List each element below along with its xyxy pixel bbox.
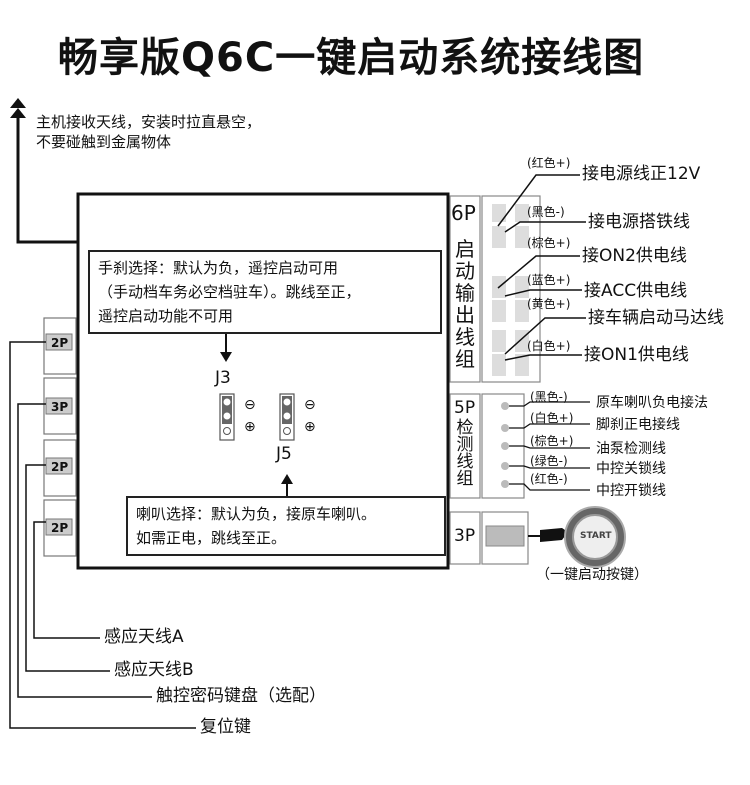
sensor-antenna-b-label: 感应天线B [114,660,194,680]
left-connector-4-label: 2P [51,521,69,535]
six-p-wire-1-label: 接电源线正12V [582,164,701,184]
five-p-wire-5-label: 中控开锁线 [596,483,666,499]
reset-key-label: 复位键 [200,717,251,737]
j5-label: J5 [276,444,292,464]
touch-keypad-label: 触控密码键盘（选配） [156,686,326,706]
six-p-wire-4-color: (蓝色+) [527,273,571,287]
start-button-text: START [580,531,612,541]
start-button-icon [564,506,626,568]
five-p-label: 5P [454,398,476,418]
j3-jumper [219,393,235,441]
five-p-wire-3-color: (棕色+) [530,434,574,448]
arrow-up-icon [281,474,293,496]
six-p-wire-2-label: 接电源搭铁线 [588,212,690,232]
six-p-wire-3-color: (棕色+) [527,236,571,250]
five-p-wires [509,401,590,491]
j5-jumper [279,393,295,441]
left-wire-lines [9,341,196,729]
six-p-wire-2-color: (黑色-) [527,205,565,219]
j3-minus-symbol: ⊖ [244,397,256,413]
five-p-vertical-text: 检测 线组 [456,418,474,489]
antenna-icon [10,98,78,244]
five-p-wire-1-color: (黑色-) [530,390,568,404]
six-p-wire-5-label: 接车辆启动马达线 [588,308,724,328]
six-p-wire-6-color: (白色+) [527,339,571,353]
start-button-caption: （一键启动按键） [536,567,648,583]
j5-plus-symbol: ⊕ [304,419,316,435]
five-p-wire-5-color: (红色-) [530,472,568,486]
arrow-down-icon [220,334,232,362]
six-p-wire-5-color: (黄色+) [527,297,571,311]
j3-label: J3 [215,368,231,388]
six-p-wire-4-label: 接ACC供电线 [584,281,688,301]
five-p-wire-2-color: (白色+) [530,411,574,425]
left-connector-2-label: 3P [51,400,69,414]
five-p-wire-4-color: (绿色-) [530,454,568,468]
six-p-connector [449,195,481,383]
handbrake-note-box: 手刹选择：默认为负，遥控启动可用 （手动档车务必空档驻车）。跳线至正， 遥控启动… [88,250,442,334]
six-p-wire-6-label: 接ON1供电线 [584,345,689,365]
six-p-wires [497,174,586,361]
six-p-wire-3-label: 接ON2供电线 [582,246,687,266]
antenna-note: 主机接收天线，安装时拉直悬空， 不要碰触到金属物体 [36,113,262,151]
three-p-label: 3P [454,526,476,546]
left-connector-1-label: 2P [51,336,69,350]
six-p-vertical-text: 启动 输出 线组 [455,237,475,371]
three-p-connector [449,511,481,565]
five-p-wire-1-label: 原车喇叭负电接法 [596,395,708,411]
five-p-wire-3-label: 油泵检测线 [596,441,666,457]
six-p-label: 6P [451,201,476,225]
six-p-wire-1-color: (红色+) [527,156,571,170]
j3-plus-symbol: ⊕ [244,419,256,435]
left-connector-3-label: 2P [51,460,69,474]
page-title: 畅享版Q6C一键启动系统接线图 [58,35,645,81]
sensor-antenna-a-label: 感应天线A [104,627,184,647]
horn-note-box: 喇叭选择：默认为负，接原车喇叭。 如需正电，跳线至正。 [126,496,446,556]
five-p-wire-4-label: 中控关锁线 [596,461,666,477]
five-p-wire-2-label: 脚刹正电接线 [596,417,680,433]
j5-minus-symbol: ⊖ [304,397,316,413]
five-p-connector [449,393,481,499]
